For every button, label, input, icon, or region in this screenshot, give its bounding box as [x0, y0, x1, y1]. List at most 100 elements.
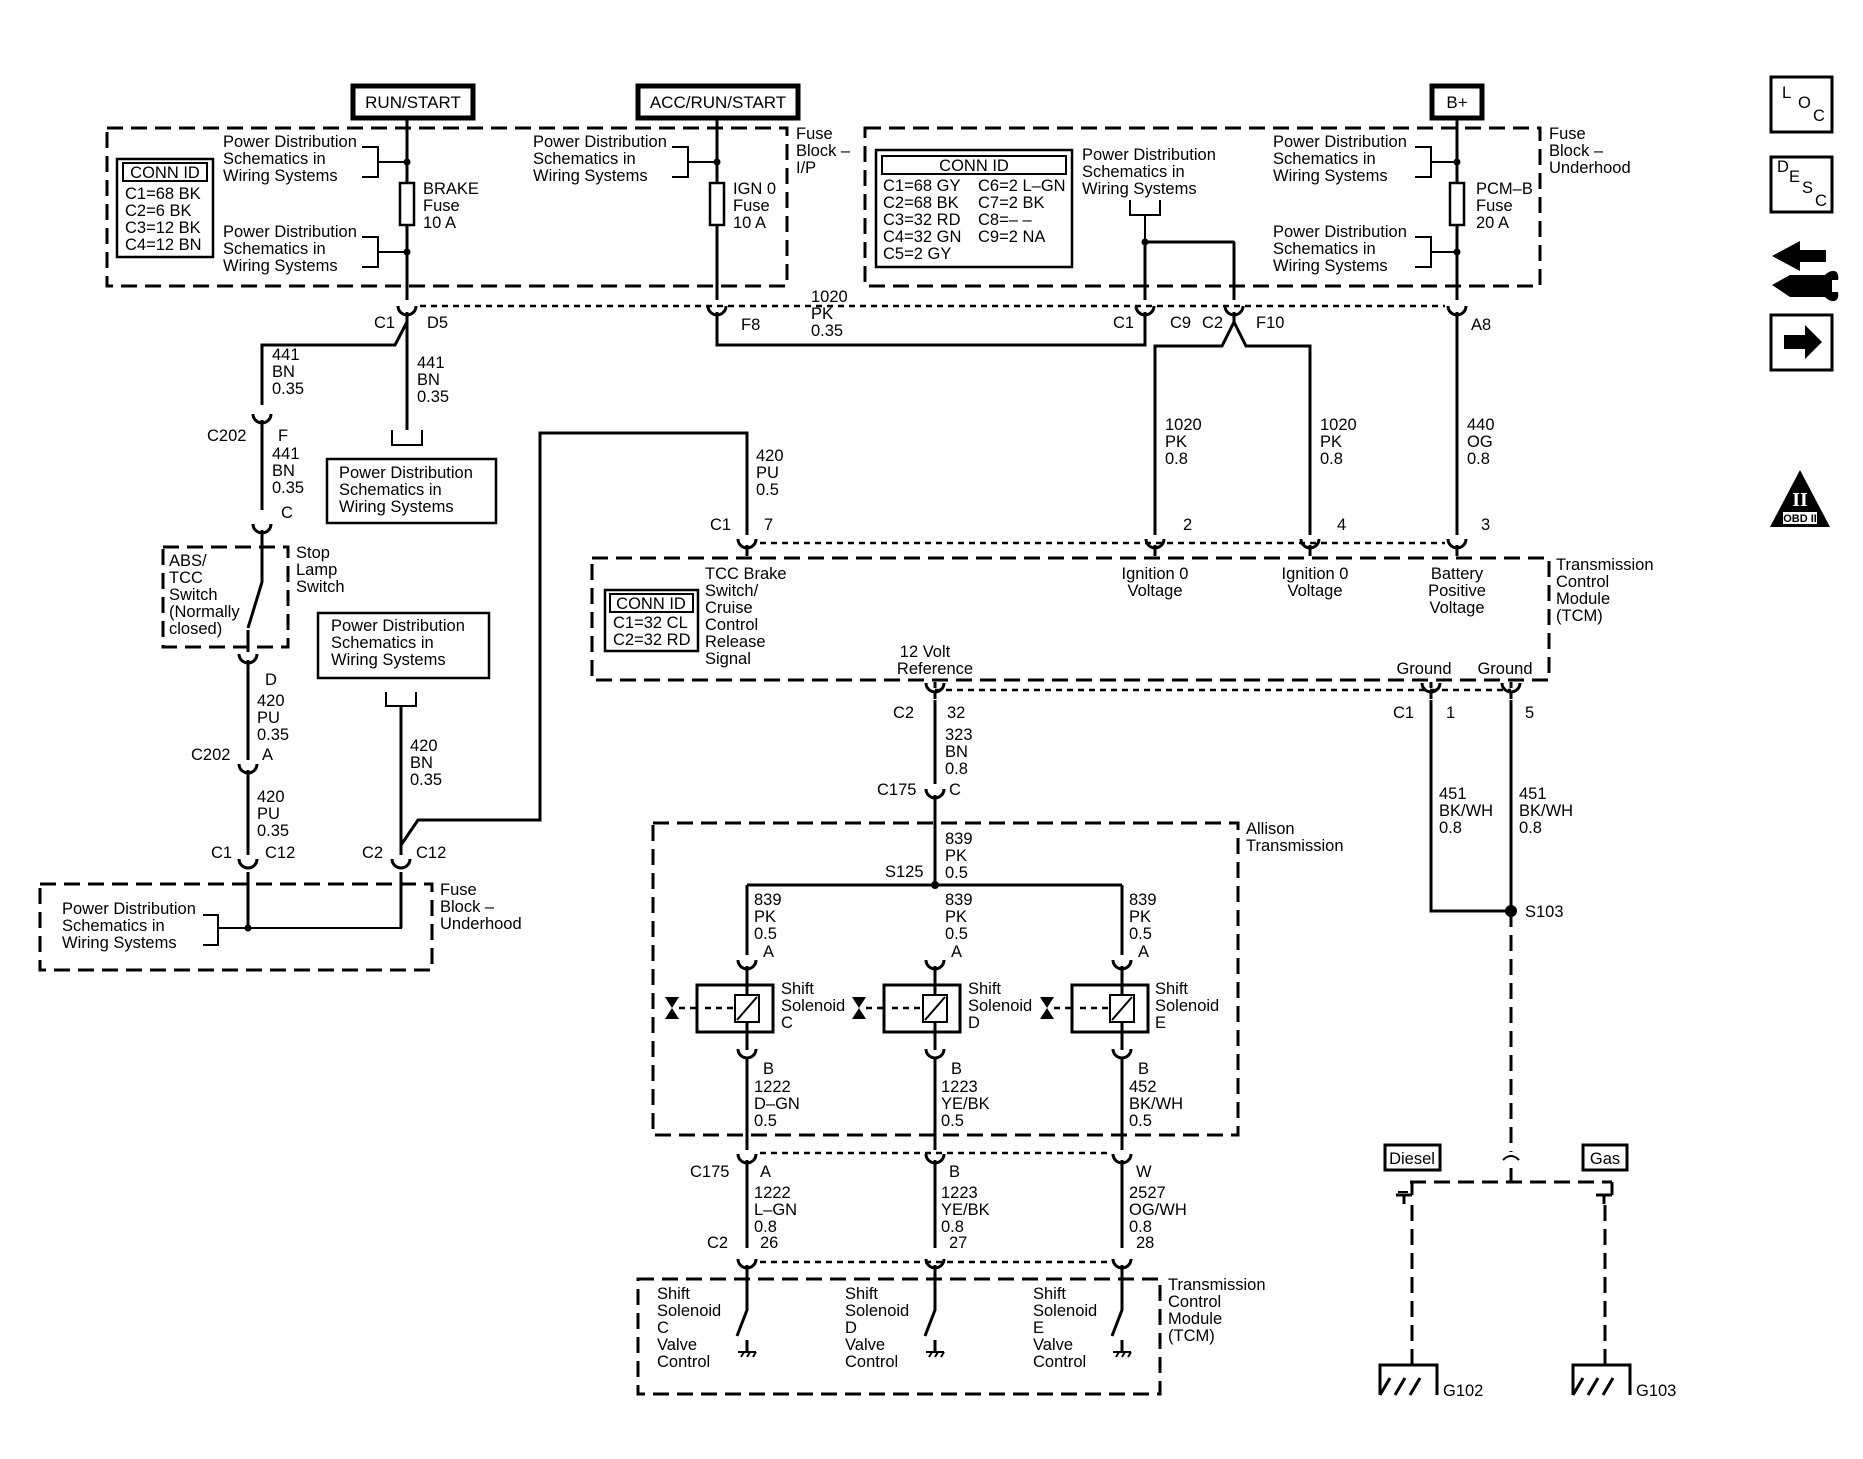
svg-text:C4=32 GN: C4=32 GN [883, 228, 961, 246]
connector-c: C [251, 504, 293, 535]
svg-text:C1=68 BK: C1=68 BK [125, 185, 201, 203]
svg-text:0.8: 0.8 [1439, 819, 1462, 837]
svg-text:C: C [781, 1014, 793, 1032]
desc-icon[interactable]: D E S C [1769, 155, 1834, 214]
svg-text:Power Distribution: Power Distribution [331, 617, 465, 635]
svg-text:0.35: 0.35 [272, 479, 304, 497]
svg-text:440: 440 [1467, 416, 1495, 434]
svg-text:0.35: 0.35 [257, 822, 289, 840]
svg-text:0.8: 0.8 [1320, 450, 1343, 468]
svg-text:Shift: Shift [657, 1285, 690, 1303]
svg-text:0.5: 0.5 [945, 864, 968, 882]
shift-solenoid-c: A Shift Solenoid C B [665, 943, 845, 1078]
connector-c175-row: C175 A B W [690, 1151, 1152, 1181]
svg-text:26: 26 [760, 1234, 778, 1252]
svg-text:S103: S103 [1525, 903, 1564, 921]
svg-text:B: B [949, 1163, 960, 1181]
svg-text:C1: C1 [211, 844, 232, 862]
svg-text:Wiring Systems: Wiring Systems [533, 167, 648, 185]
svg-text:5: 5 [1525, 704, 1534, 722]
svg-text:Power Distribution: Power Distribution [1082, 146, 1216, 164]
svg-text:PCM–B: PCM–B [1476, 180, 1533, 198]
connector-f8: F8 [706, 304, 760, 334]
svg-text:Schematics in: Schematics in [331, 634, 434, 652]
svg-text:O: O [1798, 94, 1811, 112]
svg-text:420: 420 [257, 788, 285, 806]
pd-box-mid: Power Distribution Schematics in Wiring … [316, 611, 491, 707]
svg-text:C2: C2 [1202, 314, 1223, 332]
svg-text:0.35: 0.35 [410, 771, 442, 789]
svg-text:C2=32 RD: C2=32 RD [613, 631, 691, 649]
svg-text:Stop: Stop [296, 544, 330, 562]
svg-text:Wiring Systems: Wiring Systems [1273, 257, 1388, 275]
svg-text:D: D [265, 671, 277, 689]
svg-text:Schematics in: Schematics in [1273, 240, 1376, 258]
svg-text:Fuse: Fuse [796, 125, 833, 143]
svg-text:0.8: 0.8 [945, 760, 968, 778]
wire-420-pu-tcm [399, 431, 749, 855]
svg-text:0.8: 0.8 [1129, 1218, 1152, 1236]
svg-text:E: E [1033, 1319, 1044, 1337]
svg-text:C8=– –: C8=– – [978, 211, 1032, 229]
svg-text:G103: G103 [1636, 1382, 1676, 1400]
stop-lamp-switch: ABS/ TCC Switch (Normally closed) Stop L… [161, 530, 345, 652]
svg-text:BK/WH: BK/WH [1439, 802, 1493, 820]
tools-icon[interactable] [1772, 241, 1839, 302]
connector-c202-a: C202 A [191, 746, 273, 855]
svg-text:D: D [845, 1319, 857, 1337]
arrow-right-icon[interactable] [1769, 313, 1834, 372]
run-start-header: RUN/START [350, 83, 476, 121]
svg-text:Valve: Valve [845, 1336, 885, 1354]
svg-text:BN: BN [417, 371, 440, 389]
svg-text:839: 839 [945, 830, 973, 848]
svg-text:Schematics in: Schematics in [1273, 150, 1376, 168]
svg-text:YE/BK: YE/BK [941, 1201, 990, 1219]
svg-text:Diesel: Diesel [1389, 1150, 1435, 1168]
svg-text:Wiring Systems: Wiring Systems [1273, 167, 1388, 185]
svg-text:Wiring Systems: Wiring Systems [62, 934, 177, 952]
svg-text:C1=32 CL: C1=32 CL [613, 614, 688, 632]
svg-text:D: D [1777, 158, 1789, 176]
loc-icon[interactable]: L O C [1769, 75, 1834, 134]
svg-text:Ground: Ground [1477, 660, 1532, 678]
svg-text:Underhood: Underhood [440, 915, 522, 933]
svg-text:Schematics in: Schematics in [1082, 163, 1185, 181]
connector-c175-c: C175 C [877, 781, 961, 885]
svg-text:BK/WH: BK/WH [1129, 1095, 1183, 1113]
svg-text:Positive: Positive [1428, 582, 1486, 600]
wire-1020-pk [715, 312, 1147, 347]
svg-text:Shift: Shift [1033, 1285, 1066, 1303]
svg-text:Block –: Block – [440, 898, 495, 916]
svg-text:S: S [1802, 179, 1813, 197]
svg-text:Schematics in: Schematics in [339, 481, 442, 499]
allison-transmission: Allison Transmission [651, 820, 1344, 1137]
tcm-c1-7: C1 7 [710, 516, 773, 556]
ground-c1-1: C1 1 [1393, 681, 1455, 722]
svg-text:2: 2 [1183, 516, 1192, 534]
connector-c2-c12: C2 C12 [362, 844, 446, 870]
tcm-pin-2: 2 [1144, 516, 1192, 556]
svg-text:C5=2 GY: C5=2 GY [883, 245, 951, 263]
svg-text:0.35: 0.35 [417, 388, 449, 406]
svg-text:0.5: 0.5 [1129, 1112, 1152, 1130]
svg-text:420: 420 [756, 447, 784, 465]
svg-text:Allison: Allison [1246, 820, 1295, 838]
svg-text:C2: C2 [362, 844, 383, 862]
svg-text:Schematics in: Schematics in [223, 150, 326, 168]
ground-g103: G103 [1571, 1363, 1676, 1400]
svg-text:32: 32 [947, 704, 965, 722]
svg-text:0.5: 0.5 [941, 1112, 964, 1130]
svg-text:BN: BN [272, 363, 295, 381]
svg-text:F8: F8 [741, 316, 760, 334]
bplus-header: B+ [1429, 83, 1485, 121]
svg-text:Power Distribution: Power Distribution [339, 464, 473, 482]
svg-text:Wiring Systems: Wiring Systems [1082, 180, 1197, 198]
svg-text:Fuse: Fuse [440, 881, 477, 899]
svg-text:27: 27 [949, 1234, 967, 1252]
svg-text:420: 420 [410, 737, 438, 755]
svg-text:C9: C9 [1170, 314, 1191, 332]
svg-text:E: E [1155, 1014, 1166, 1032]
diesel-option: Diesel [1383, 1143, 1442, 1365]
connector-a8: A8 [1446, 304, 1491, 334]
svg-text:Ground: Ground [1396, 660, 1451, 678]
